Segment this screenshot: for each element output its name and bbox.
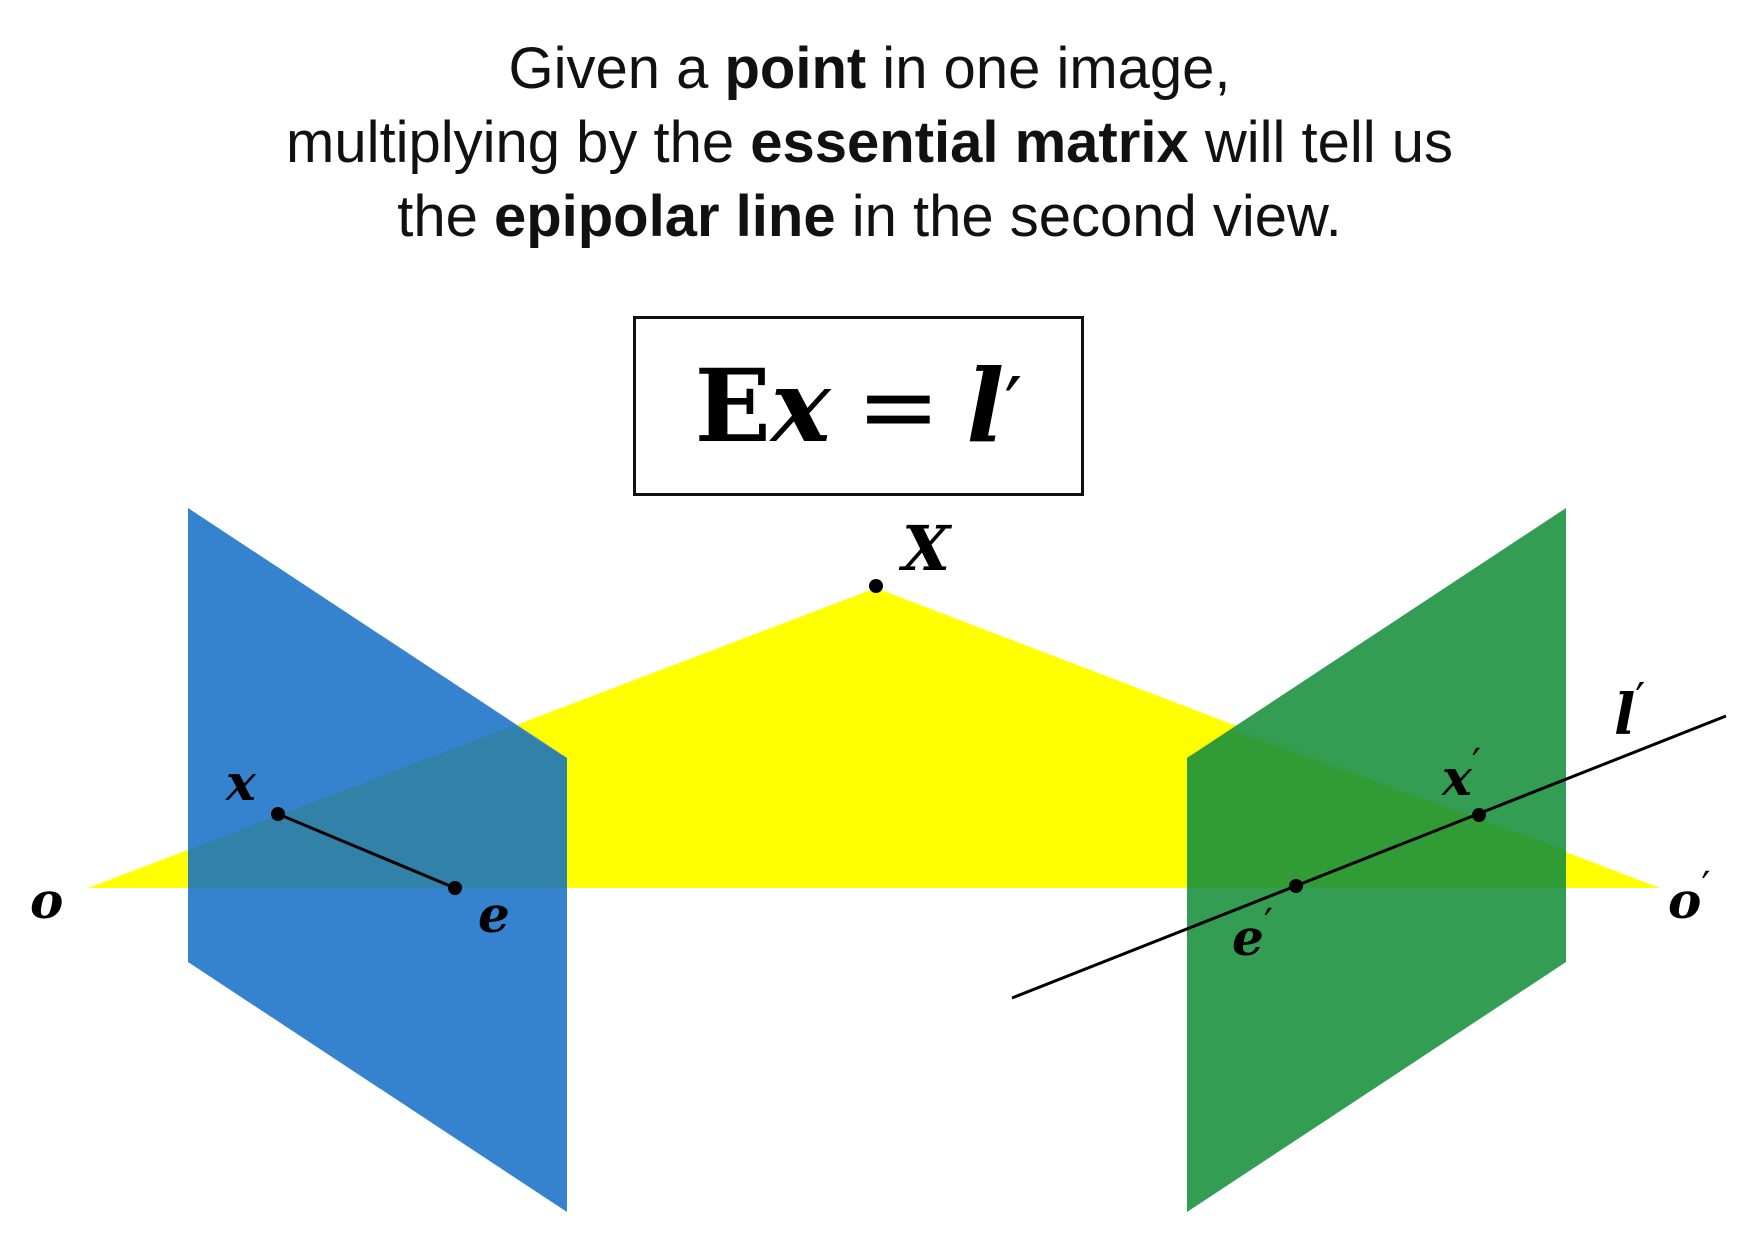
caption: Given a point in one image, multiplying … — [0, 32, 1739, 254]
caption-line-2-bold: essential matrix — [750, 110, 1189, 175]
segment-x-e — [277, 812, 456, 890]
caption-line-2: multiplying by the essential matrix will… — [0, 106, 1739, 180]
equation-l: l — [966, 347, 1005, 465]
point-x — [271, 807, 285, 821]
label-x-prime-base: x — [1441, 748, 1473, 807]
caption-line-1-bold: point — [724, 36, 867, 101]
label-o-prime-mark: ′ — [1701, 864, 1710, 910]
equation-x: x — [770, 347, 831, 465]
point-e — [448, 881, 462, 895]
equation-equals: = — [856, 347, 941, 465]
label-e: e — [478, 885, 510, 944]
caption-line-3-post: in the second view. — [835, 184, 1342, 249]
caption-line-2-post: will tell us — [1188, 110, 1453, 175]
label-e-prime: e′ — [1232, 901, 1273, 967]
label-o: o — [30, 871, 63, 930]
label-o-prime: o′ — [1668, 864, 1710, 930]
right-plane-overlap — [1187, 730, 1566, 888]
point-e-prime — [1289, 879, 1303, 893]
label-X: X — [898, 512, 953, 585]
label-x-prime: x′ — [1441, 741, 1481, 807]
label-x: x — [225, 753, 257, 812]
epipolar-line-l-prime — [1011, 714, 1727, 1000]
caption-line-1: Given a point in one image, — [0, 32, 1739, 106]
label-l-prime: l′ — [1614, 674, 1645, 748]
caption-line-3-bold: epipolar line — [493, 184, 836, 249]
point-X — [869, 579, 883, 593]
caption-line-3-pre: the — [397, 184, 494, 249]
left-plane-overlap — [188, 726, 567, 888]
caption-line-1-post: in one image, — [866, 36, 1231, 101]
label-e-prime-mark: ′ — [1264, 901, 1273, 947]
label-x-prime-mark: ′ — [1472, 741, 1481, 787]
caption-line-3: the epipolar line in the second view. — [0, 180, 1739, 254]
point-x-prime — [1472, 808, 1486, 822]
label-e-prime-base: e — [1232, 908, 1264, 967]
equation-prime: ′ — [1004, 359, 1023, 453]
caption-line-1-pre: Given a — [508, 36, 725, 101]
equation-E: E — [694, 347, 771, 465]
label-l-prime-mark: ′ — [1635, 674, 1645, 725]
label-l-prime-base: l — [1614, 682, 1635, 748]
caption-line-2-pre: multiplying by the — [286, 110, 751, 175]
label-o-prime-base: o — [1668, 871, 1701, 930]
